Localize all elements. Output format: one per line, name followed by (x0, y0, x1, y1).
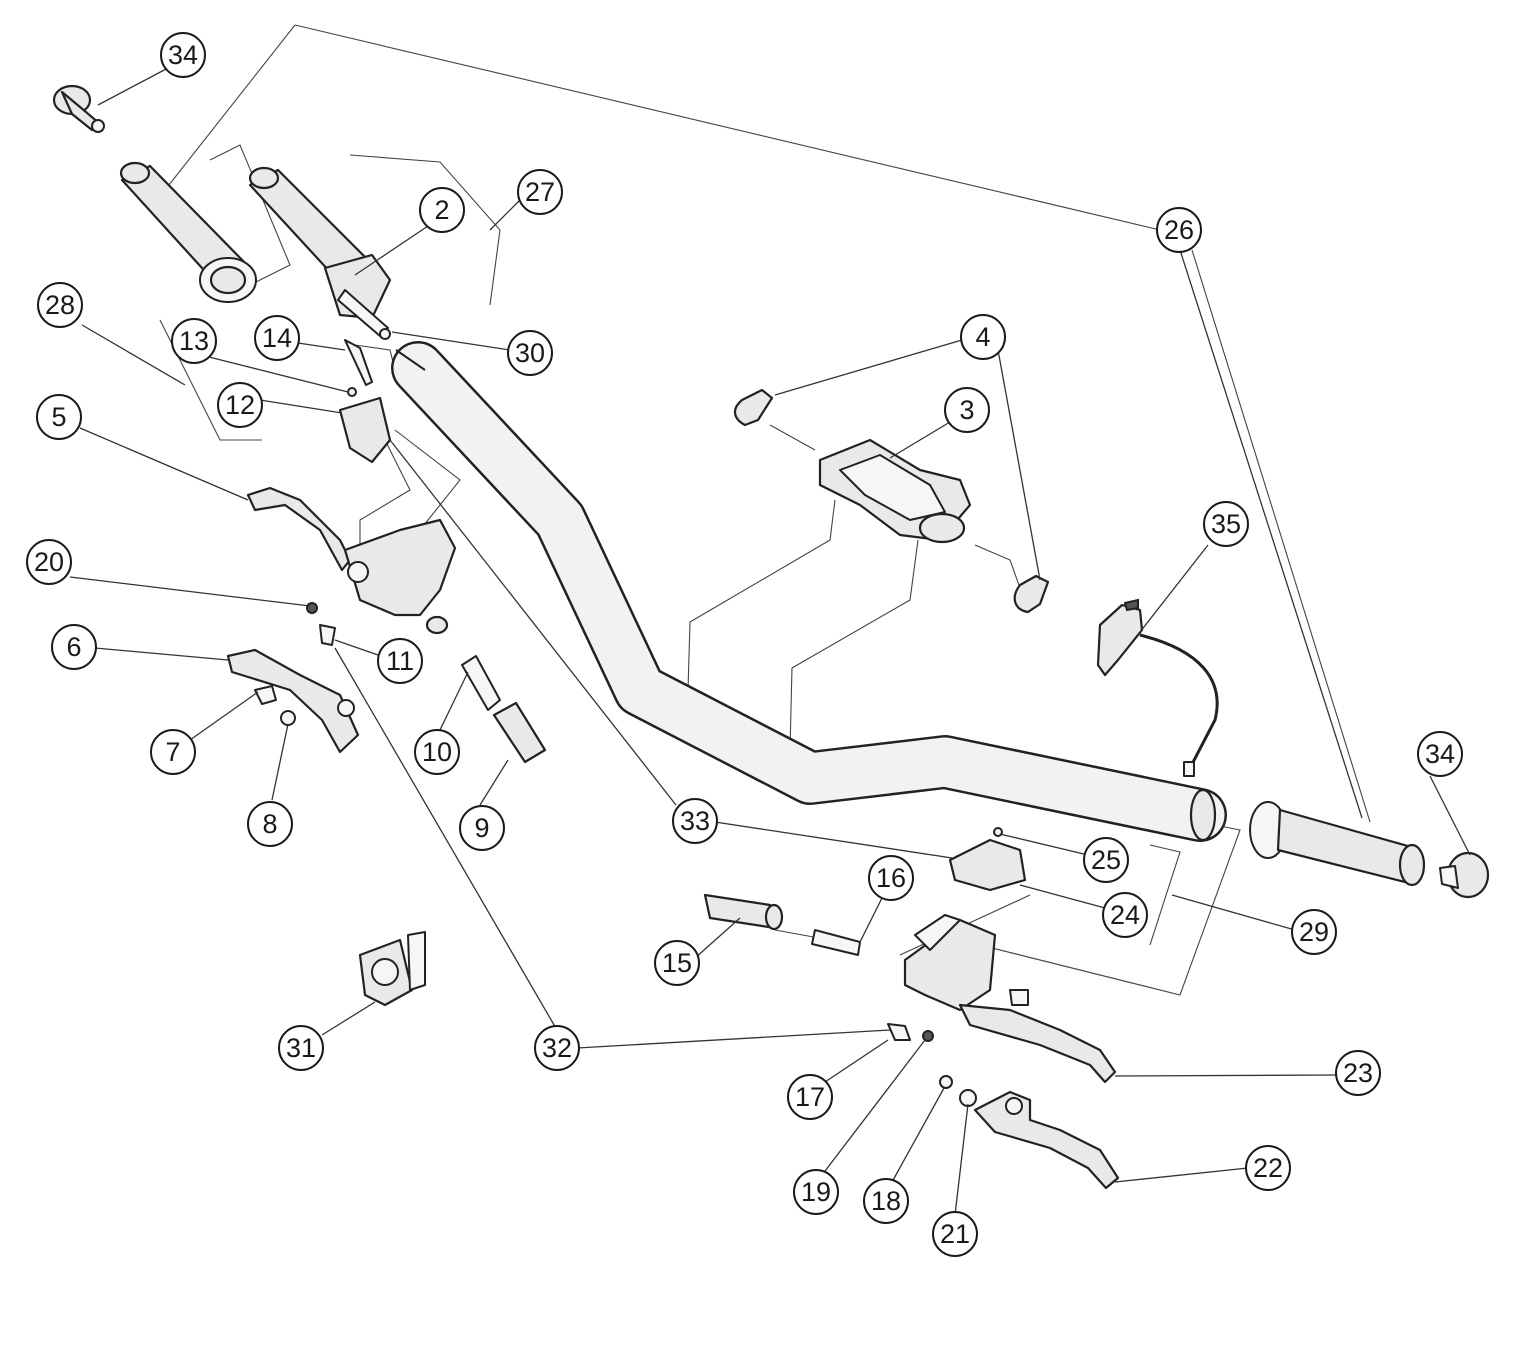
callout-21: 21 (932, 1211, 978, 1257)
callout-2: 2 (419, 187, 465, 233)
master-cylinder-cap-left (338, 339, 392, 464)
cable-clip-upper (733, 388, 774, 427)
callout-6: 6 (51, 624, 97, 670)
master-cylinder-cap-right (948, 827, 1027, 892)
callout-20: 20 (26, 539, 72, 585)
svg-text:6: 6 (66, 632, 81, 662)
callout-3: 3 (944, 387, 990, 433)
svg-text:23: 23 (1343, 1058, 1373, 1088)
bar-end-cap-right (1439, 851, 1490, 899)
callout-25: 25 (1083, 837, 1129, 883)
throttle-grip (248, 166, 392, 340)
callout-13: 13 (171, 318, 217, 364)
grip-left (119, 161, 257, 303)
callout-22: 22 (1245, 1145, 1291, 1191)
grip-right (1249, 801, 1426, 887)
svg-text:5: 5 (51, 402, 66, 432)
callout-23: 23 (1335, 1050, 1381, 1096)
lever-assembly-right (903, 914, 1117, 1084)
svg-text:30: 30 (515, 338, 545, 368)
svg-text:3: 3 (959, 395, 974, 425)
callout-14: 14 (254, 315, 300, 361)
svg-text:14: 14 (262, 323, 292, 353)
callout-16: 16 (868, 855, 914, 901)
svg-text:26: 26 (1164, 215, 1194, 245)
callout-26: 26 (1156, 207, 1202, 253)
callout-7: 7 (150, 729, 196, 775)
svg-text:16: 16 (876, 863, 906, 893)
switch-housing (358, 931, 426, 1007)
svg-text:34: 34 (168, 40, 198, 70)
svg-text:13: 13 (179, 326, 209, 356)
lever-assembly-left (246, 486, 457, 635)
callout-31: 31 (278, 1025, 324, 1071)
pivot-parts-right (887, 1023, 977, 1107)
svg-text:8: 8 (262, 809, 277, 839)
svg-text:20: 20 (34, 547, 64, 577)
callout-4: 4 (960, 314, 1006, 360)
svg-text:22: 22 (1253, 1153, 1283, 1183)
callout-5: 5 (36, 394, 82, 440)
callout-35: 35 (1203, 501, 1249, 547)
callout-10: 10 (414, 729, 460, 775)
svg-text:34: 34 (1425, 739, 1455, 769)
kill-switch (1096, 598, 1219, 777)
callout-12: 12 (217, 382, 263, 428)
handlebar (391, 341, 1227, 842)
callout-32: 32 (534, 1025, 580, 1071)
bar-clamp (818, 438, 972, 544)
push-rod-right (703, 893, 861, 956)
svg-text:21: 21 (940, 1219, 970, 1249)
pivot-parts-left (306, 602, 336, 646)
assembly-lines (159, 24, 1371, 996)
callout-34-left: 34 (160, 32, 206, 78)
svg-text:19: 19 (801, 1177, 831, 1207)
callout-11: 11 (377, 638, 423, 684)
svg-text:18: 18 (871, 1186, 901, 1216)
svg-text:10: 10 (422, 737, 452, 767)
svg-text:32: 32 (542, 1033, 572, 1063)
push-rod-left (461, 655, 547, 764)
lever-left (226, 648, 360, 754)
svg-text:9: 9 (474, 813, 489, 843)
svg-text:24: 24 (1110, 900, 1140, 930)
lever-right (973, 1090, 1120, 1190)
svg-text:29: 29 (1299, 917, 1329, 947)
svg-text:33: 33 (680, 806, 710, 836)
callout-18: 18 (863, 1178, 909, 1224)
svg-text:25: 25 (1091, 845, 1121, 875)
callout-24: 24 (1102, 892, 1148, 938)
svg-text:2: 2 (434, 195, 449, 225)
svg-text:27: 27 (525, 177, 555, 207)
svg-text:15: 15 (662, 948, 692, 978)
svg-text:35: 35 (1211, 509, 1241, 539)
callout-33: 33 (672, 798, 718, 844)
svg-text:11: 11 (386, 646, 414, 676)
bar-end-cap-left (52, 84, 105, 133)
callout-34-right: 34 (1417, 731, 1463, 777)
svg-text:4: 4 (975, 322, 990, 352)
svg-text:17: 17 (795, 1082, 825, 1112)
cable-clip-lower (1013, 574, 1050, 614)
svg-text:7: 7 (165, 737, 180, 767)
callout-19: 19 (793, 1169, 839, 1215)
svg-text:28: 28 (45, 290, 75, 320)
callout-29: 29 (1291, 909, 1337, 955)
leader-lines (69, 67, 1471, 1216)
callout-15: 15 (654, 940, 700, 986)
callout-8: 8 (247, 801, 293, 847)
svg-text:12: 12 (225, 390, 255, 420)
callout-9: 9 (459, 805, 505, 851)
callout-30: 30 (507, 330, 553, 376)
callout-17: 17 (787, 1074, 833, 1120)
callout-27: 27 (517, 169, 563, 215)
callout-28: 28 (37, 282, 83, 328)
svg-text:31: 31 (286, 1033, 316, 1063)
